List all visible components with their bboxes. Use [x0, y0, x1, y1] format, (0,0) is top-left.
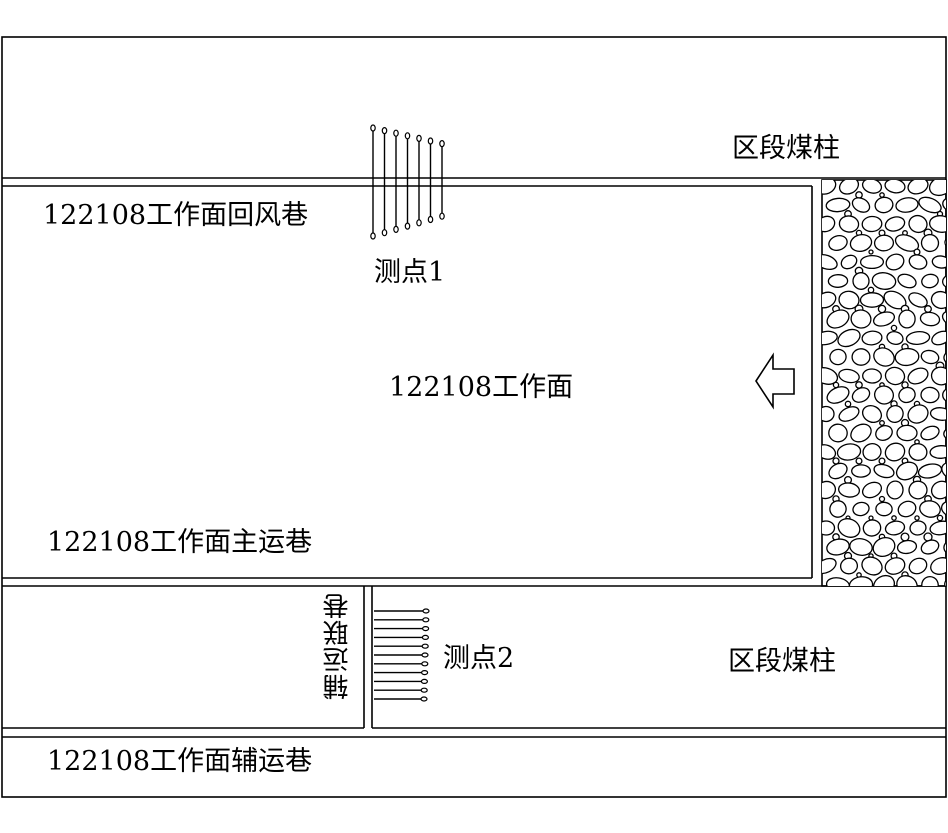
anchor-bolt	[374, 643, 429, 649]
main-haulage-label: 122108工作面主运巷	[47, 527, 313, 558]
working-face-label: 122108工作面	[389, 372, 574, 403]
anchor-bolt	[374, 634, 429, 641]
anchor-bolt	[374, 608, 430, 614]
anchor-bolt	[374, 696, 428, 702]
point-1-label: 测点1	[374, 257, 446, 288]
anchor-bolt	[381, 127, 388, 237]
anchor-bolt	[374, 661, 429, 667]
anchor-bolt	[370, 124, 376, 240]
anchor-bolt	[404, 132, 411, 230]
anchor-bolt	[427, 137, 434, 224]
pillar-label-top: 区段煤柱	[732, 133, 840, 164]
anchor-bolt	[393, 129, 399, 233]
anchor-bolt	[439, 140, 445, 220]
pillar-label-bottom: 区段煤柱	[728, 646, 836, 677]
anchor-bolt	[374, 669, 429, 676]
mining-direction-arrow	[755, 352, 795, 410]
point-2-label: 测点2	[443, 643, 515, 674]
anchor-bolt	[374, 678, 428, 685]
connecting-roadway-label: 辅运联巷	[323, 592, 353, 700]
aux-haulage-label: 122108工作面辅运巷	[47, 746, 313, 777]
anchor-bolt	[416, 134, 422, 227]
point-2-anchors	[374, 608, 430, 702]
anchor-bolt	[374, 687, 428, 693]
anchor-bolt	[374, 652, 429, 658]
point-1-anchors	[370, 124, 445, 240]
anchor-bolt	[374, 617, 430, 623]
anchor-bolt	[374, 625, 430, 632]
gob-area	[821, 179, 947, 587]
return-airway-label: 122108工作面回风巷	[43, 200, 309, 231]
